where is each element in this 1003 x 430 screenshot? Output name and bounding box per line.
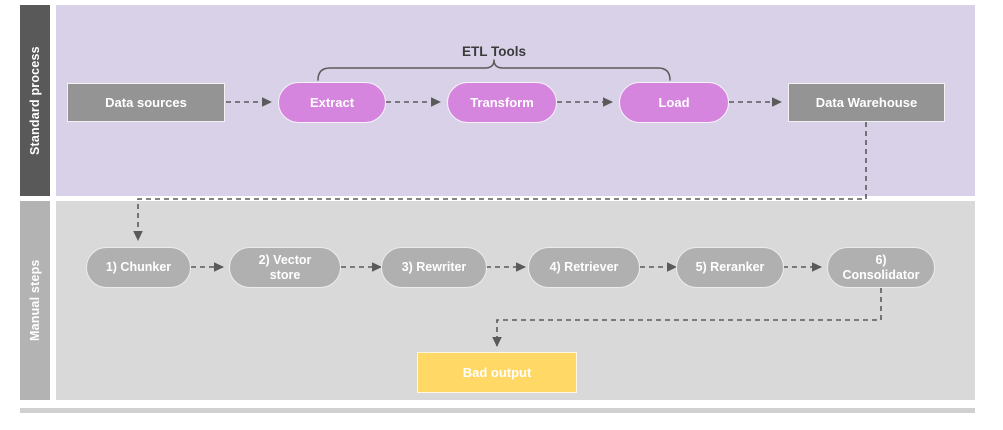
node-data-warehouse[interactable]: Data Warehouse [788,83,945,122]
node-bad-output[interactable]: Bad output [417,352,577,393]
bottom-divider-strip [20,408,975,413]
node-step-reranker[interactable]: 5) Reranker [676,247,784,288]
node-load[interactable]: Load [619,82,729,123]
node-step-rewriter[interactable]: 3) Rewriter [381,247,487,288]
node-step-chunker[interactable]: 1) Chunker [86,247,191,288]
lane-label-standard-process: Standard process [20,5,50,196]
node-extract[interactable]: Extract [278,82,386,123]
node-step-vector-store[interactable]: 2) Vector store [229,247,341,288]
node-data-sources[interactable]: Data sources [67,83,225,122]
node-step-consolidator[interactable]: 6) Consolidator [827,247,935,288]
lane-label-manual-steps: Manual steps [20,201,50,400]
etl-tools-bracket-label: ETL Tools [462,44,526,59]
node-transform[interactable]: Transform [447,82,557,123]
node-step-retriever[interactable]: 4) Retriever [528,247,640,288]
